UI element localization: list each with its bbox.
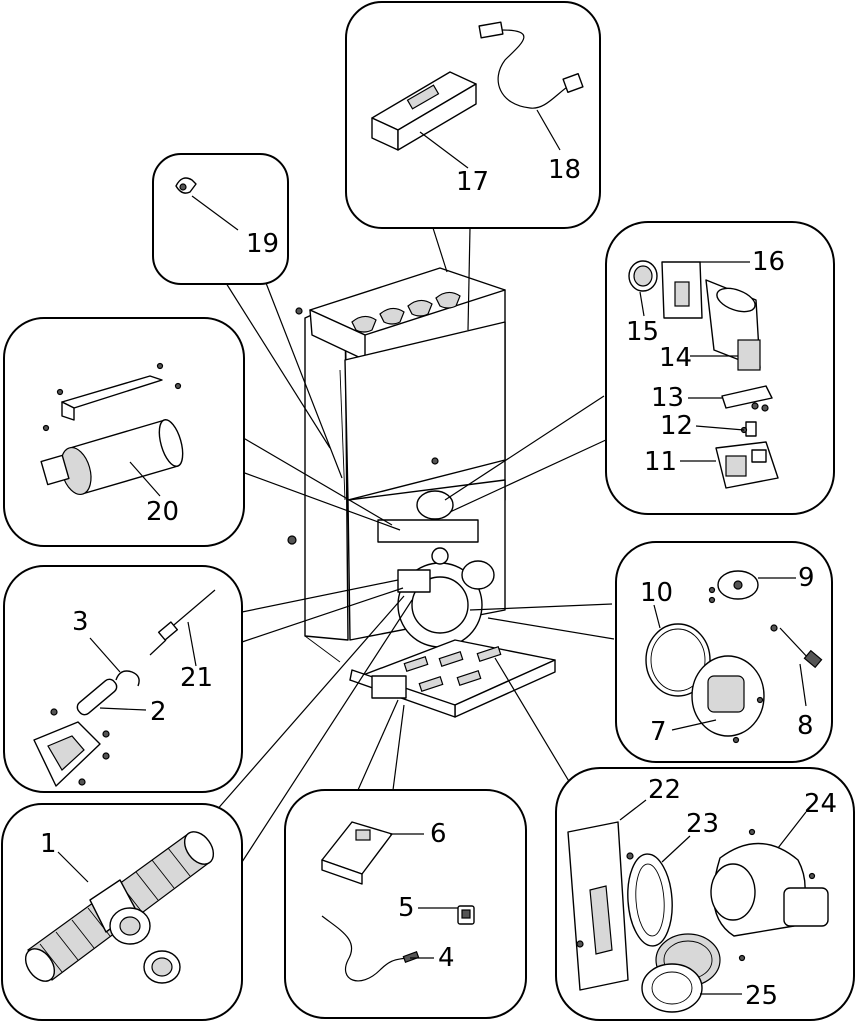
leader-lines [214, 227, 615, 863]
parts-2-3-21 [33, 589, 216, 787]
part-label-6: 6 [430, 819, 447, 849]
part-label-5: 5 [398, 893, 415, 923]
parts-4-5-6 [321, 821, 475, 982]
part-label-3: 3 [72, 607, 89, 637]
part-label-10: 10 [640, 578, 673, 608]
part-label-18: 18 [548, 155, 581, 185]
callout-19 [152, 153, 289, 285]
callout-4-5-6 [284, 789, 527, 1019]
part-label-22: 22 [648, 775, 681, 805]
callout-11-16 [605, 221, 835, 515]
parts-11-16 [628, 260, 779, 489]
part-label-23: 23 [686, 809, 719, 839]
callout-1 [1, 803, 243, 1021]
wire-harness-part-18 [478, 21, 584, 109]
part-label-13: 13 [651, 383, 684, 413]
part-label-21: 21 [180, 663, 213, 693]
callout-2-3-21 [3, 565, 243, 793]
control-module-part-17 [371, 71, 477, 151]
part-label-20: 20 [146, 497, 179, 527]
callout-22-25 [555, 767, 855, 1021]
air-intake-part-20 [40, 362, 184, 495]
part-label-15: 15 [626, 317, 659, 347]
part-label-4: 4 [438, 943, 455, 973]
part-label-12: 12 [660, 411, 693, 441]
flex-hose-part-1 [24, 831, 215, 984]
part-label-24: 24 [804, 789, 837, 819]
callout-7-10 [615, 541, 833, 763]
part-label-2: 2 [150, 697, 167, 727]
part-label-25: 25 [745, 981, 778, 1011]
part-label-16: 16 [752, 247, 785, 277]
part-label-19: 19 [246, 229, 279, 259]
parts-22-25 [567, 821, 829, 1013]
part-label-11: 11 [644, 447, 677, 477]
callout-17-18 [345, 1, 601, 229]
clip-part-19 [175, 177, 197, 194]
part-labels: 1 2 3 4 5 6 7 8 9 10 11 12 13 14 15 16 1… [40, 155, 837, 1011]
central-unit [287, 267, 556, 718]
part-label-1: 1 [40, 829, 57, 859]
callout-20 [3, 317, 245, 547]
part-label-8: 8 [797, 711, 814, 741]
part-label-17: 17 [456, 167, 489, 197]
part-label-14: 14 [659, 343, 692, 373]
part-label-7: 7 [650, 717, 667, 747]
part-label-9: 9 [798, 563, 815, 593]
parts-7-10 [645, 570, 823, 744]
